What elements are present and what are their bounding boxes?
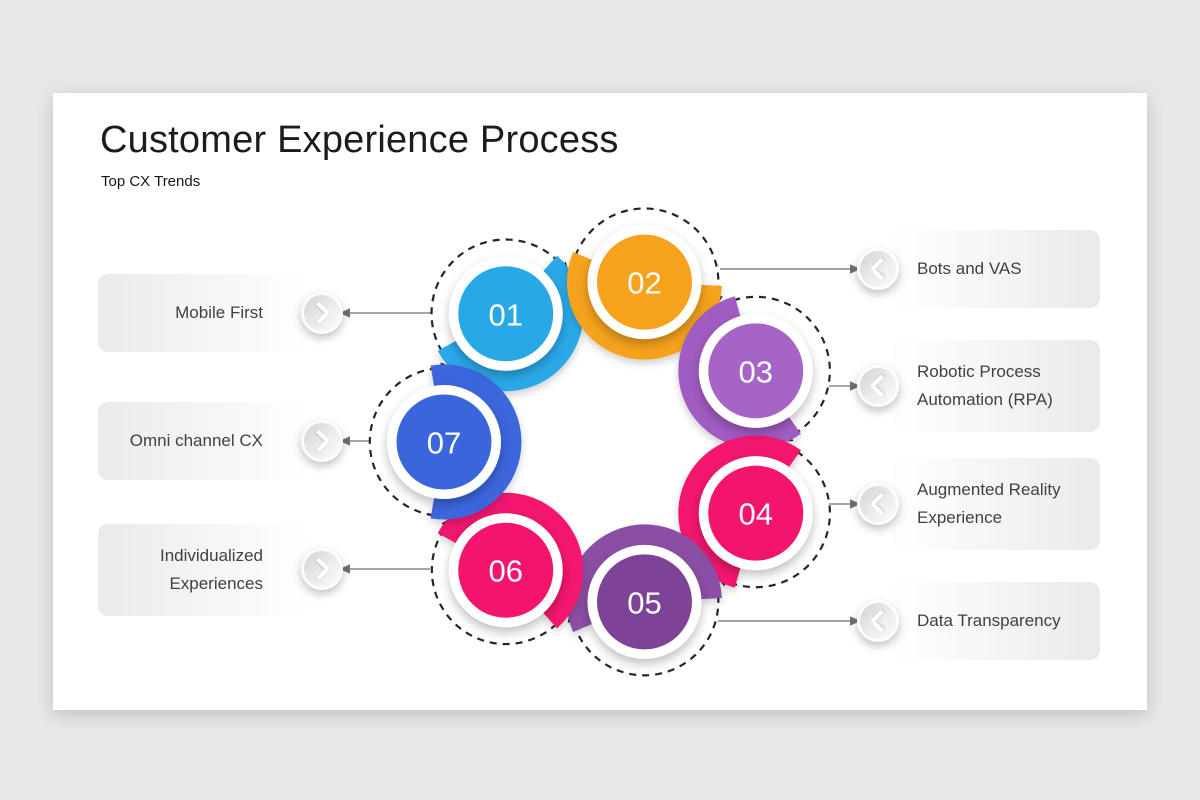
callout-button-bots-and-vas[interactable] [857,248,899,290]
callout-label: Omni channel CX [129,431,263,450]
callout-rpa: Robotic Process Automation (RPA) [893,340,1100,432]
callout-label: Individualized Experiences [159,546,263,593]
page-title: Customer Experience Process [100,119,619,161]
callout-individualized-experiences: Individualized Experiences [98,524,305,616]
callout-mobile-first: Mobile First [98,274,305,352]
callout-button-augmented-reality[interactable] [857,483,899,525]
chevron-left-icon [869,492,893,516]
chevron-right-icon [307,557,331,581]
callout-label: Robotic Process Automation (RPA) [917,362,1053,409]
callout-button-rpa[interactable] [857,365,899,407]
page-subtitle: Top CX Trends [101,173,201,190]
chevron-left-icon [869,609,893,633]
callout-bots-and-vas: Bots and VAS [893,230,1100,308]
callout-omni-channel-cx: Omni channel CX [98,402,305,480]
callout-button-data-transparency[interactable] [857,600,899,642]
callout-label: Data Transparency [917,611,1061,630]
slide-card: Customer Experience Process Top CX Trend… [53,93,1147,710]
callout-button-omni-channel-cx[interactable] [301,420,343,462]
callout-data-transparency: Data Transparency [893,582,1100,660]
chevron-left-icon [869,374,893,398]
chevron-right-icon [307,429,331,453]
callout-button-individualized-experiences[interactable] [301,548,343,590]
callout-button-mobile-first[interactable] [301,292,343,334]
chevron-left-icon [869,257,893,281]
callout-label: Bots and VAS [917,259,1022,278]
callout-label: Augmented Reality Experience [917,480,1061,527]
callout-augmented-reality: Augmented Reality Experience [893,458,1100,550]
callout-label: Mobile First [175,303,263,322]
chevron-right-icon [307,301,331,325]
